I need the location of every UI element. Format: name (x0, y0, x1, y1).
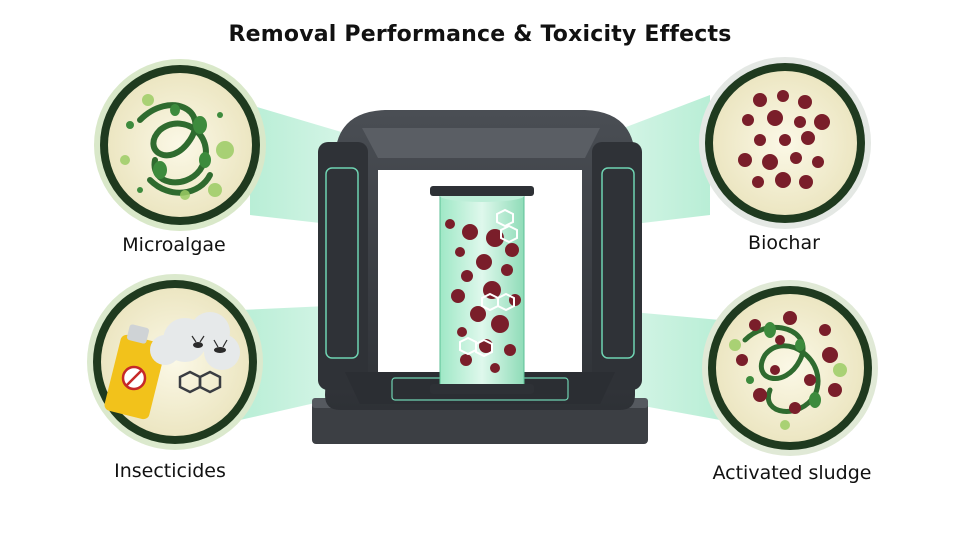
label-biochar: Biochar (748, 232, 820, 254)
diagram-title: Removal Performance & Toxicity Effects (228, 22, 732, 47)
biochar-circle (699, 57, 871, 229)
fly-icon (191, 335, 228, 353)
label-microalgae: Microalgae (122, 234, 226, 256)
glass-cylinder (430, 186, 534, 394)
molecule-icon (178, 370, 222, 394)
molecule-icon (459, 208, 518, 358)
activated-sludge-circle (702, 280, 878, 456)
spray-can-icon (104, 324, 166, 420)
insecticides-circle (87, 274, 263, 450)
microalgae-circle (94, 59, 266, 231)
biochar-particle-icon (738, 90, 830, 189)
label-insecticides: Insecticides (114, 460, 226, 482)
label-activated-sludge: Activated sludge (712, 462, 872, 484)
